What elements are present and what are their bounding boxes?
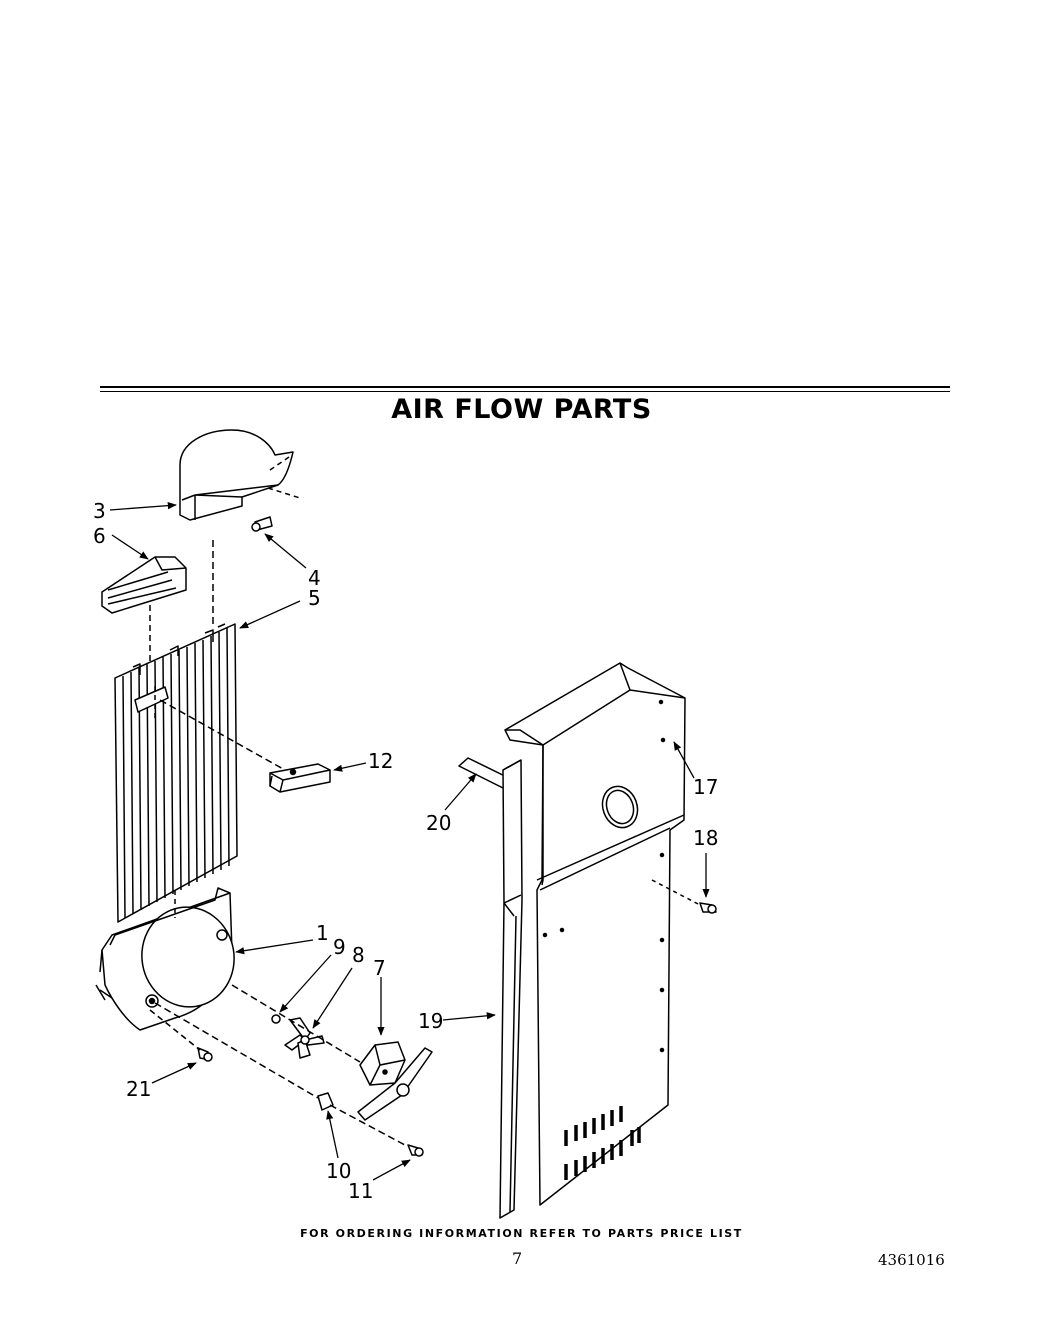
callout-19: 19 (418, 1009, 443, 1033)
nut-part-9 (271, 1014, 281, 1024)
fan-blade-part-8 (284, 1017, 325, 1059)
screw-part-4 (251, 516, 273, 532)
grommet-part-10 (317, 1092, 334, 1111)
side-strip-part-19 (499, 759, 523, 1219)
air-grille-part-6 (101, 556, 187, 614)
ordering-info-note: FOR ORDERING INFORMATION REFER TO PARTS … (300, 1227, 743, 1240)
callout-21: 21 (126, 1077, 151, 1101)
callout-7: 7 (373, 956, 386, 980)
screw-part-21 (197, 1047, 213, 1062)
header-rule-top (100, 386, 950, 388)
bracket-part-12 (269, 763, 331, 793)
callout-9: 9 (333, 935, 346, 959)
callout-11: 11 (348, 1179, 373, 1203)
callout-5: 5 (308, 586, 321, 610)
callout-4: 4 (308, 566, 321, 590)
callout-6: 6 (93, 524, 106, 548)
evaporator-cover-part-5 (114, 540, 286, 923)
callout-17: 17 (693, 775, 718, 799)
callout-12: 12 (368, 749, 393, 773)
back-panel-part-17 (504, 662, 701, 1206)
callout-18: 18 (693, 826, 718, 850)
callout-8: 8 (352, 943, 365, 967)
page-number: 7 (512, 1249, 523, 1268)
diagram-title: AIR FLOW PARTS (391, 394, 652, 425)
callout-10: 10 (326, 1159, 351, 1183)
fan-motor-part-7 (357, 1041, 433, 1121)
fan-shroud-part-1 (95, 887, 235, 1031)
callout-1: 1 (316, 921, 329, 945)
callout-leaders (109, 501, 710, 1181)
callout-3: 3 (93, 499, 106, 523)
screw-part-11 (407, 1144, 424, 1157)
callout-20: 20 (426, 811, 451, 835)
document-number: 4361016 (878, 1251, 945, 1269)
screw-part-18 (699, 902, 717, 914)
air-duct-part-3 (179, 429, 301, 521)
header-rule-bottom (100, 391, 950, 392)
